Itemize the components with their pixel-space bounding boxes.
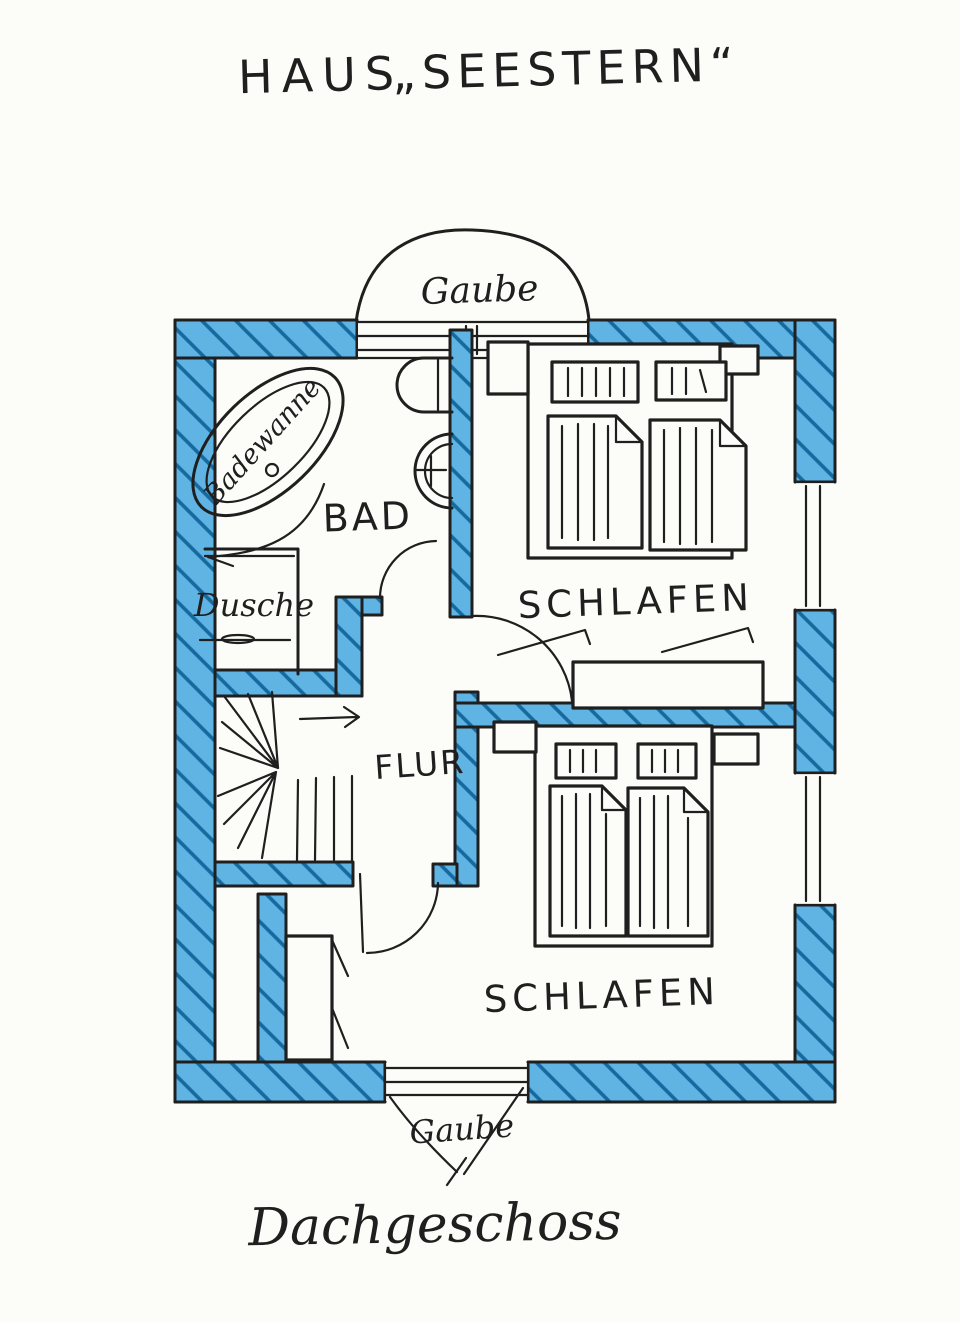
duvet (648, 418, 748, 552)
dormer-top: Gaube (354, 228, 591, 324)
sink (413, 432, 454, 510)
wall-bath-bedroom (448, 328, 474, 619)
pillow (554, 742, 618, 780)
door-storage-leaf (358, 872, 365, 954)
shower-room (198, 547, 300, 676)
wall-right-upper (793, 318, 837, 484)
wall-stairs-south (213, 860, 355, 888)
dormer-top-label: Gaube (420, 268, 539, 313)
wall-bath-stub-arm (360, 595, 384, 617)
door-storage-arc (365, 881, 440, 955)
bathtub (191, 366, 345, 518)
outer-walls (173, 318, 837, 1104)
room-label-bad: BAD (322, 493, 414, 540)
wall-hall-foot (431, 862, 459, 888)
nightstand-bottom-left (492, 720, 538, 754)
duvet (626, 786, 710, 938)
window-bottom-dormer (383, 1060, 530, 1104)
staircase (216, 690, 361, 864)
bed-bottom (492, 720, 760, 948)
wall-bottom-right (526, 1060, 837, 1104)
toilet (395, 356, 454, 414)
wall-bath-stub (334, 595, 364, 698)
title-haus: HAUS (237, 46, 403, 104)
room-label-dusche: Dusche (193, 586, 314, 624)
bed-top (486, 340, 760, 560)
storage-cabinet (284, 934, 350, 1062)
duvet (548, 784, 628, 938)
room-label-schlafen-top: SCHLAFEN (517, 576, 755, 627)
dormer-bottom: Gaube (388, 1086, 525, 1187)
door-bath-arc (378, 539, 438, 600)
window-right-upper (793, 480, 837, 612)
nightstand-bottom-right (712, 732, 760, 766)
pillow (654, 360, 728, 402)
stairs-direction-arrow (298, 705, 361, 729)
nightstand-top-left (486, 340, 530, 396)
window-right-lower (793, 771, 837, 907)
dormer-bottom-label: Gaube (408, 1106, 515, 1151)
wall-storage-stub (256, 892, 288, 1064)
duvet (546, 414, 644, 550)
wall-bottom-left (173, 1060, 387, 1104)
wall-top-left (173, 318, 359, 360)
bathtub-drain (264, 462, 280, 478)
pillow (636, 742, 698, 780)
wall-hall-bedroom (453, 690, 480, 888)
door-bedroom-top-arc (470, 614, 574, 703)
plan-title: HAUS „SEESTERN“ (237, 37, 740, 104)
pillow (550, 360, 640, 404)
doors (358, 539, 574, 955)
floor-caption: Dachgeschoss (247, 1192, 622, 1259)
dresser-top-bedroom (496, 626, 765, 710)
room-label-schlafen-bottom: SCHLAFEN (483, 970, 721, 1021)
title-seestern: „SEESTERN“ (391, 37, 740, 100)
room-label-flur: FLUR (373, 742, 466, 787)
wall-right-middle (793, 608, 837, 775)
